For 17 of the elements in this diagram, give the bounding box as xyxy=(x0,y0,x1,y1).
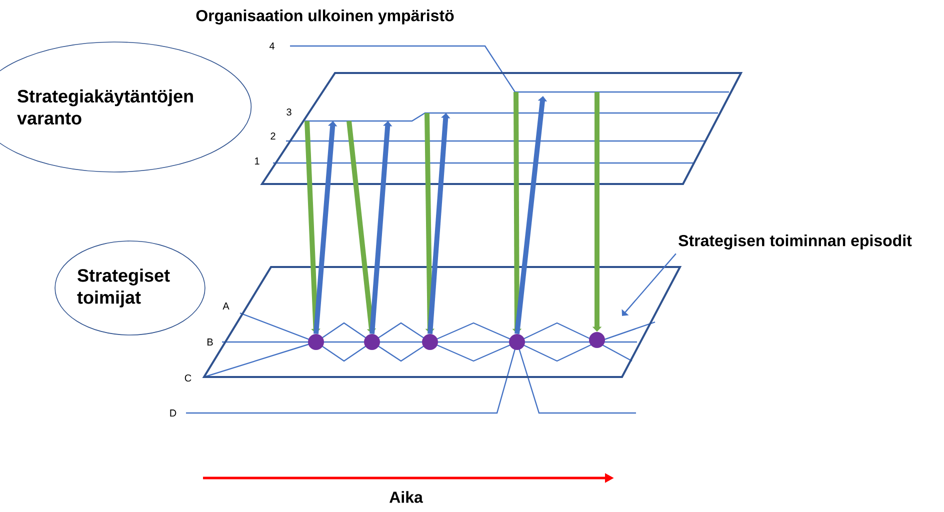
episode-dot xyxy=(422,334,438,350)
line-label: 4 xyxy=(269,42,274,50)
arrow xyxy=(622,253,676,316)
line-label: D xyxy=(170,410,176,416)
axis-label: Aika xyxy=(390,491,423,503)
episode-dot xyxy=(308,334,324,350)
line-label: 1 xyxy=(255,158,260,164)
line-label: B xyxy=(207,338,213,346)
episode-dot xyxy=(364,334,380,350)
title: Organisaation ulkoinen ympäristö xyxy=(196,10,454,24)
episode-dot xyxy=(509,334,525,350)
line-label: A xyxy=(222,302,230,310)
line-label: 2 xyxy=(270,132,276,140)
line-label: C xyxy=(184,374,192,382)
heading: Strategisen toiminnan episodit xyxy=(678,234,912,250)
episode-dot xyxy=(589,332,605,348)
line-label: 3 xyxy=(286,108,292,116)
